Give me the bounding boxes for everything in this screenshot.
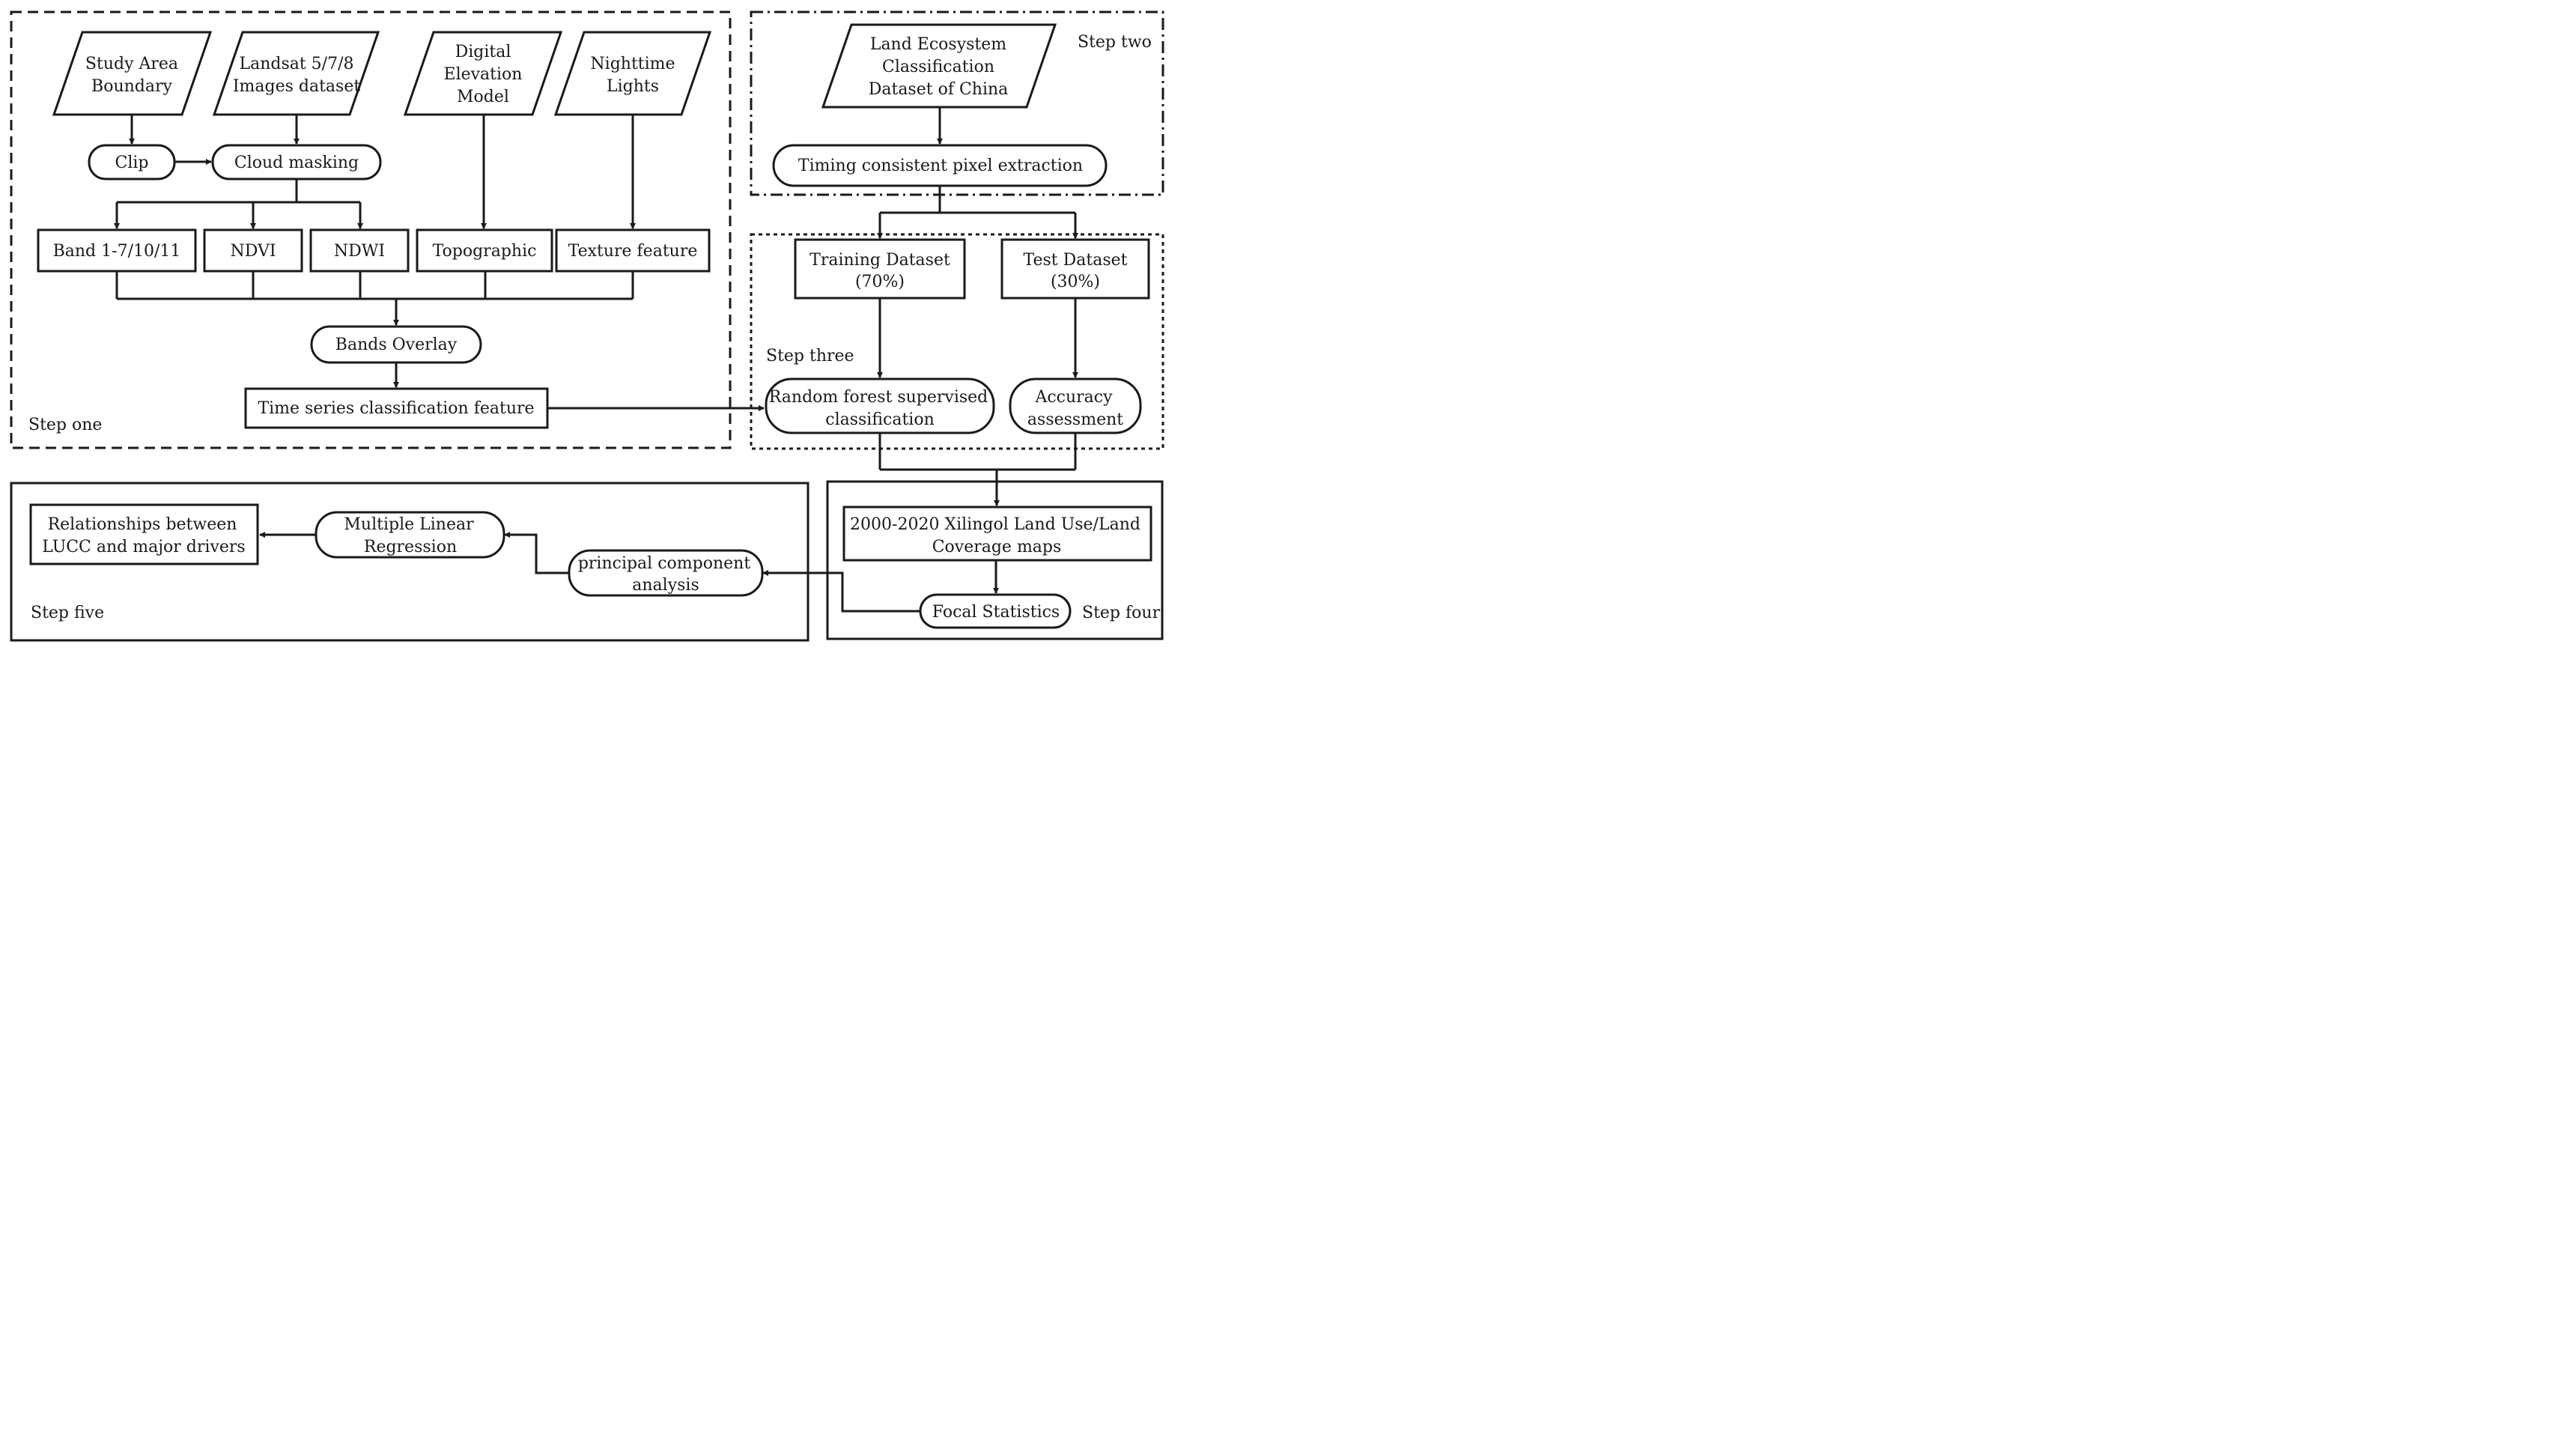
lulc-maps-line1: 2000-2020 Xilingol Land Use/Land (850, 515, 1140, 534)
step-three-label: Step three (766, 347, 854, 365)
step-one-label: Step one (28, 416, 102, 434)
accuracy-line2: assessment (1027, 410, 1123, 429)
study-area-line2: Boundary (91, 77, 172, 96)
arrow-cloud-to-bands (117, 179, 360, 204)
step-two-frame (750, 10, 1164, 196)
step-four-label: Step four (1082, 604, 1161, 622)
arrow-focal-to-pca (762, 570, 920, 613)
relationships-line1: Relationships between (48, 515, 237, 534)
dem-line3: Model (457, 88, 509, 106)
land-ecosystem-line2: Classification (882, 58, 994, 76)
pca-node: principal component analysis (568, 549, 764, 597)
flowchart: Step one Step two Step three Step four S… (10, 10, 1164, 642)
step-three-frame (750, 233, 1164, 450)
landsat-input: Landsat 5/7/8 Images dataset (212, 31, 380, 116)
step-four-frame (826, 480, 1164, 640)
band-label: Band 1-7/10/11 (53, 242, 181, 261)
cloud-masking-node: Cloud masking (211, 144, 382, 180)
accuracy-line1: Accuracy (1034, 388, 1113, 407)
step-five-label: Step five (31, 604, 104, 622)
clip-node: Clip (88, 144, 176, 180)
step-two-label: Step two (1078, 33, 1152, 52)
dem-line1: Digital (455, 43, 511, 61)
nightlights-line1: Nighttime (590, 55, 675, 73)
test-line1: Test Dataset (1024, 251, 1128, 270)
land-ecosystem-line3: Dataset of China (869, 80, 1009, 99)
mlr-node: Multiple Linear Regression (315, 511, 505, 559)
clip-label: Clip (115, 154, 149, 172)
landsat-line2: Images dataset (233, 77, 361, 96)
step-five-frame (10, 482, 809, 642)
random-forest-line1: Random forest supervised (769, 388, 988, 407)
bands-overlay-node: Bands Overlay (310, 325, 482, 364)
topographic-label: Topographic (433, 242, 537, 261)
land-ecosystem-input: Land Ecosystem Classification Dataset of… (821, 23, 1057, 109)
ndvi-label: NDVI (230, 242, 276, 261)
connectors (114, 107, 1078, 613)
merge-to-maps (878, 433, 1077, 471)
test-line2: (30%) (1051, 273, 1100, 291)
ndwi-label: NDWI (334, 242, 385, 261)
lulc-maps-node: 2000-2020 Xilingol Land Use/Land Coverag… (842, 506, 1152, 562)
texture-label: Texture feature (568, 242, 698, 261)
texture-node: Texture feature (555, 228, 711, 273)
training-line2: (70%) (855, 273, 905, 291)
accuracy-node: Accuracy assessment (1009, 377, 1142, 434)
time-series-label: Time series classification feature (258, 399, 534, 418)
landsat-line1: Landsat 5/7/8 (239, 55, 353, 73)
relationships-node: Relationships between LUCC and major dri… (29, 503, 259, 565)
mlr-line2: Regression (364, 538, 457, 556)
mlr-line1: Multiple Linear (344, 515, 474, 534)
topographic-node: Topographic (416, 228, 553, 273)
timing-consistent-node: Timing consistent pixel extraction (772, 144, 1108, 187)
nightlights-line2: Lights (607, 77, 659, 96)
collector-to-overlay (115, 271, 634, 300)
timing-consistent-label: Timing consistent pixel extraction (798, 157, 1083, 175)
training-line1: Training Dataset (809, 251, 950, 270)
pca-line1: principal component (578, 554, 751, 573)
relationships-line2: LUCC and major drivers (42, 538, 245, 556)
test-node: Test Dataset (30%) (1000, 238, 1150, 300)
land-ecosystem-line1: Land Ecosystem (870, 35, 1006, 54)
training-node: Training Dataset (70%) (794, 238, 966, 300)
band-node: Band 1-7/10/11 (37, 228, 197, 273)
study-area-line1: Study Area (85, 55, 178, 73)
arrow-pca-to-mlr (504, 532, 569, 574)
time-series-node: Time series classification feature (244, 387, 549, 429)
focal-statistics-node: Focal Statistics (919, 593, 1072, 629)
random-forest-line2: classification (825, 410, 935, 429)
dem-line2: Elevation (444, 65, 523, 84)
study-area-input: Study Area Boundary (52, 31, 213, 116)
pca-line2: analysis (632, 576, 699, 595)
split-timing (880, 186, 1075, 214)
random-forest-node: Random forest supervised classification (765, 377, 995, 434)
bands-overlay-label: Bands Overlay (335, 336, 458, 354)
ndwi-node: NDWI (309, 228, 410, 273)
lulc-maps-line2: Coverage maps (932, 538, 1062, 556)
dem-input: Digital Elevation Model (403, 31, 563, 116)
ndvi-node: NDVI (203, 228, 303, 273)
focal-statistics-label: Focal Statistics (932, 603, 1060, 622)
nightlights-input: Nighttime Lights (553, 31, 712, 116)
cloud-masking-label: Cloud masking (234, 154, 359, 172)
